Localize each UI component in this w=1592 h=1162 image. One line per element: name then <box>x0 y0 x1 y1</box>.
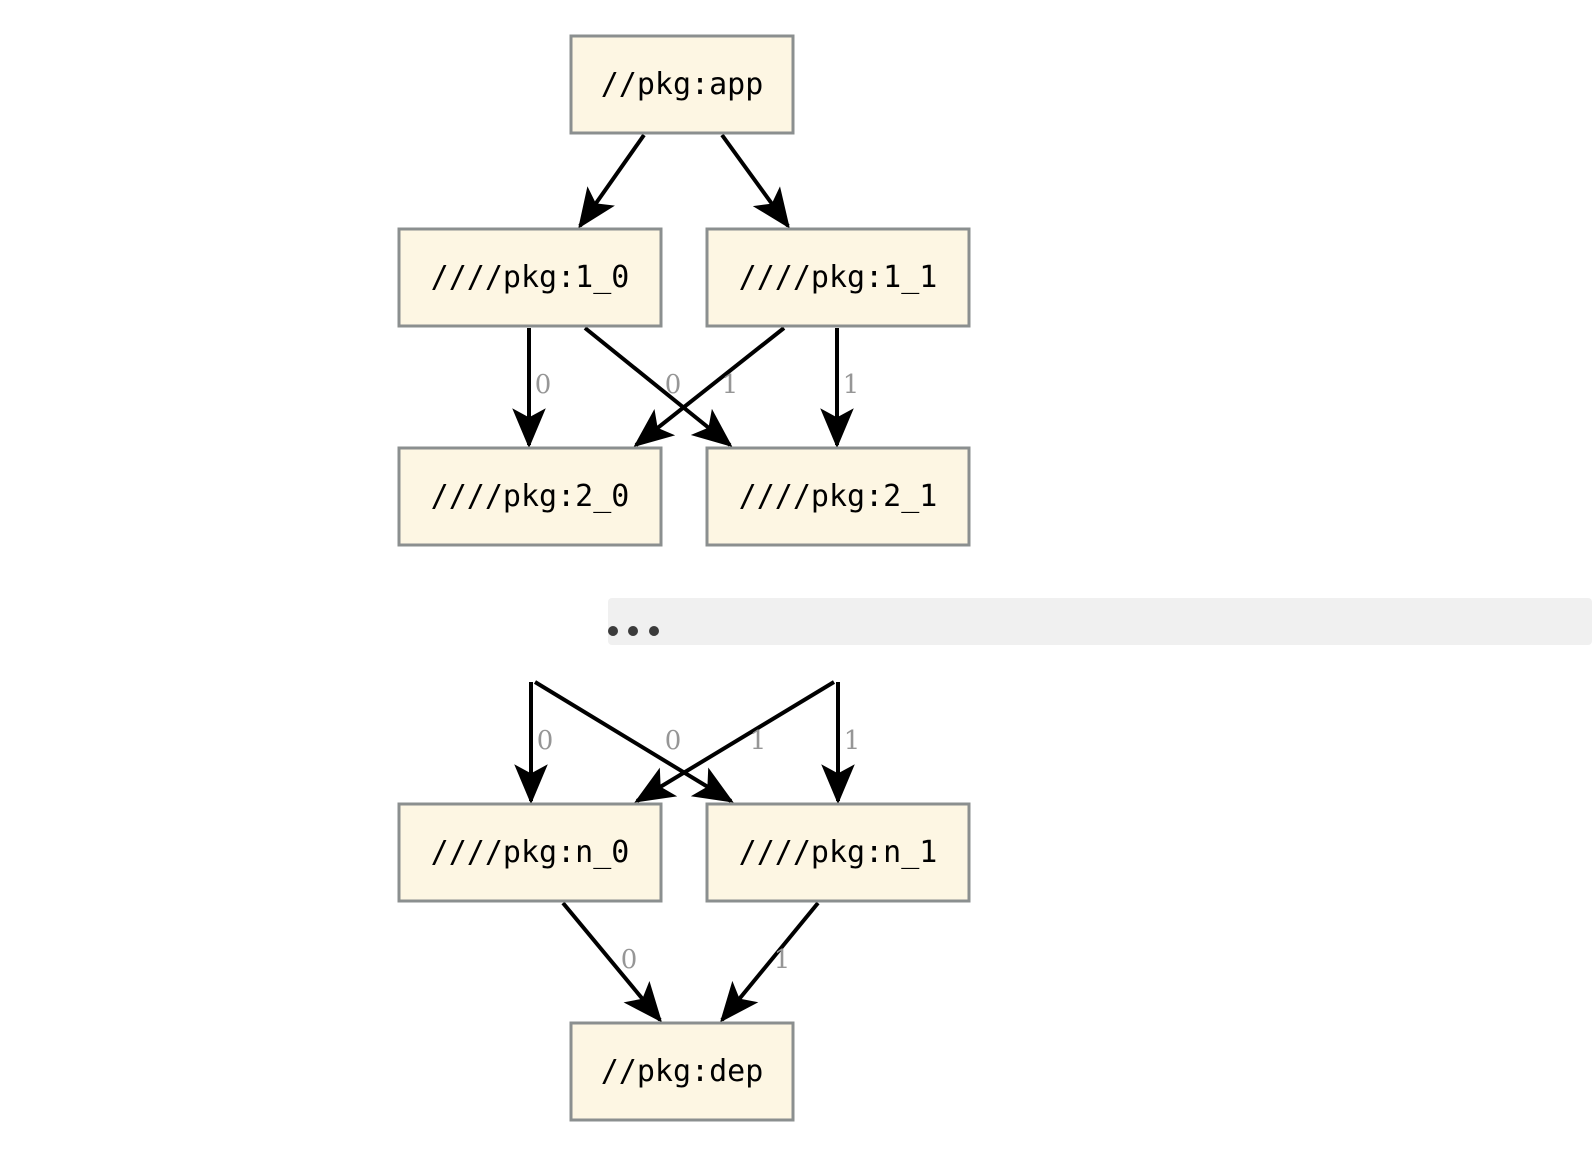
node-label: ////pkg:2_1 <box>739 479 938 514</box>
node-box[interactable] <box>397 802 663 903</box>
graph-node-app[interactable]: //pkg:app <box>569 34 795 135</box>
graph-node-l1_0[interactable]: ////pkg:1_0 <box>397 227 663 328</box>
edge-label: 1 <box>843 370 860 400</box>
node-label: ////pkg:1_1 <box>739 260 938 295</box>
edge-labels-layer: 0 0 1 1 0 0 1 1 0 1 <box>535 370 861 975</box>
graph-edge <box>561 901 663 1023</box>
graph-node-l2_1[interactable]: ////pkg:2_1 <box>705 446 971 547</box>
graph-edge <box>719 901 820 1023</box>
ellipsis-band <box>608 598 1592 645</box>
edge-label: 1 <box>774 945 791 975</box>
node-box[interactable] <box>397 227 663 328</box>
graph-edge <box>578 133 646 229</box>
graph-node-dep[interactable]: //pkg:dep <box>569 1021 795 1122</box>
ellipsis-separator <box>608 598 1592 645</box>
edge-label: 1 <box>722 370 739 400</box>
node-box[interactable] <box>397 446 663 547</box>
node-box[interactable] <box>569 1021 795 1122</box>
ellipsis-dot <box>608 626 618 636</box>
graph-node-ln_0[interactable]: ////pkg:n_0 <box>397 802 663 903</box>
edge-label: 0 <box>665 370 682 400</box>
nodes-layer: //pkg:app ////pkg:1_0 ////pkg:1_1 ////pkg:2… <box>397 34 971 1122</box>
node-label: //pkg:dep <box>601 1054 764 1089</box>
graph-edge <box>533 680 734 803</box>
edges-layer <box>512 133 855 1023</box>
node-label: ////pkg:n_1 <box>739 835 938 870</box>
graph-edge <box>720 133 790 229</box>
node-box[interactable] <box>569 34 795 135</box>
edge-label: 1 <box>844 726 861 756</box>
edge-label: 0 <box>621 945 638 975</box>
node-box[interactable] <box>705 802 971 903</box>
edge-label: 0 <box>665 726 682 756</box>
graph-node-ln_1[interactable]: ////pkg:n_1 <box>705 802 971 903</box>
graph-edge <box>583 326 733 448</box>
node-label: ////pkg:n_0 <box>431 835 630 870</box>
graph-edge <box>633 326 786 447</box>
node-box[interactable] <box>705 227 971 328</box>
edge-label: 1 <box>750 726 767 756</box>
node-label: ////pkg:1_0 <box>431 260 630 295</box>
graph-node-l1_1[interactable]: ////pkg:1_1 <box>705 227 971 328</box>
edge-label: 0 <box>537 726 554 756</box>
graph-edge <box>634 680 836 803</box>
edge-label: 0 <box>535 370 552 400</box>
node-box[interactable] <box>705 446 971 547</box>
node-label: //pkg:app <box>601 67 764 102</box>
graph-node-l2_0[interactable]: ////pkg:2_0 <box>397 446 663 547</box>
ellipsis-dot <box>649 626 659 636</box>
ellipsis-dot <box>628 626 638 636</box>
node-label: ////pkg:2_0 <box>431 479 630 514</box>
